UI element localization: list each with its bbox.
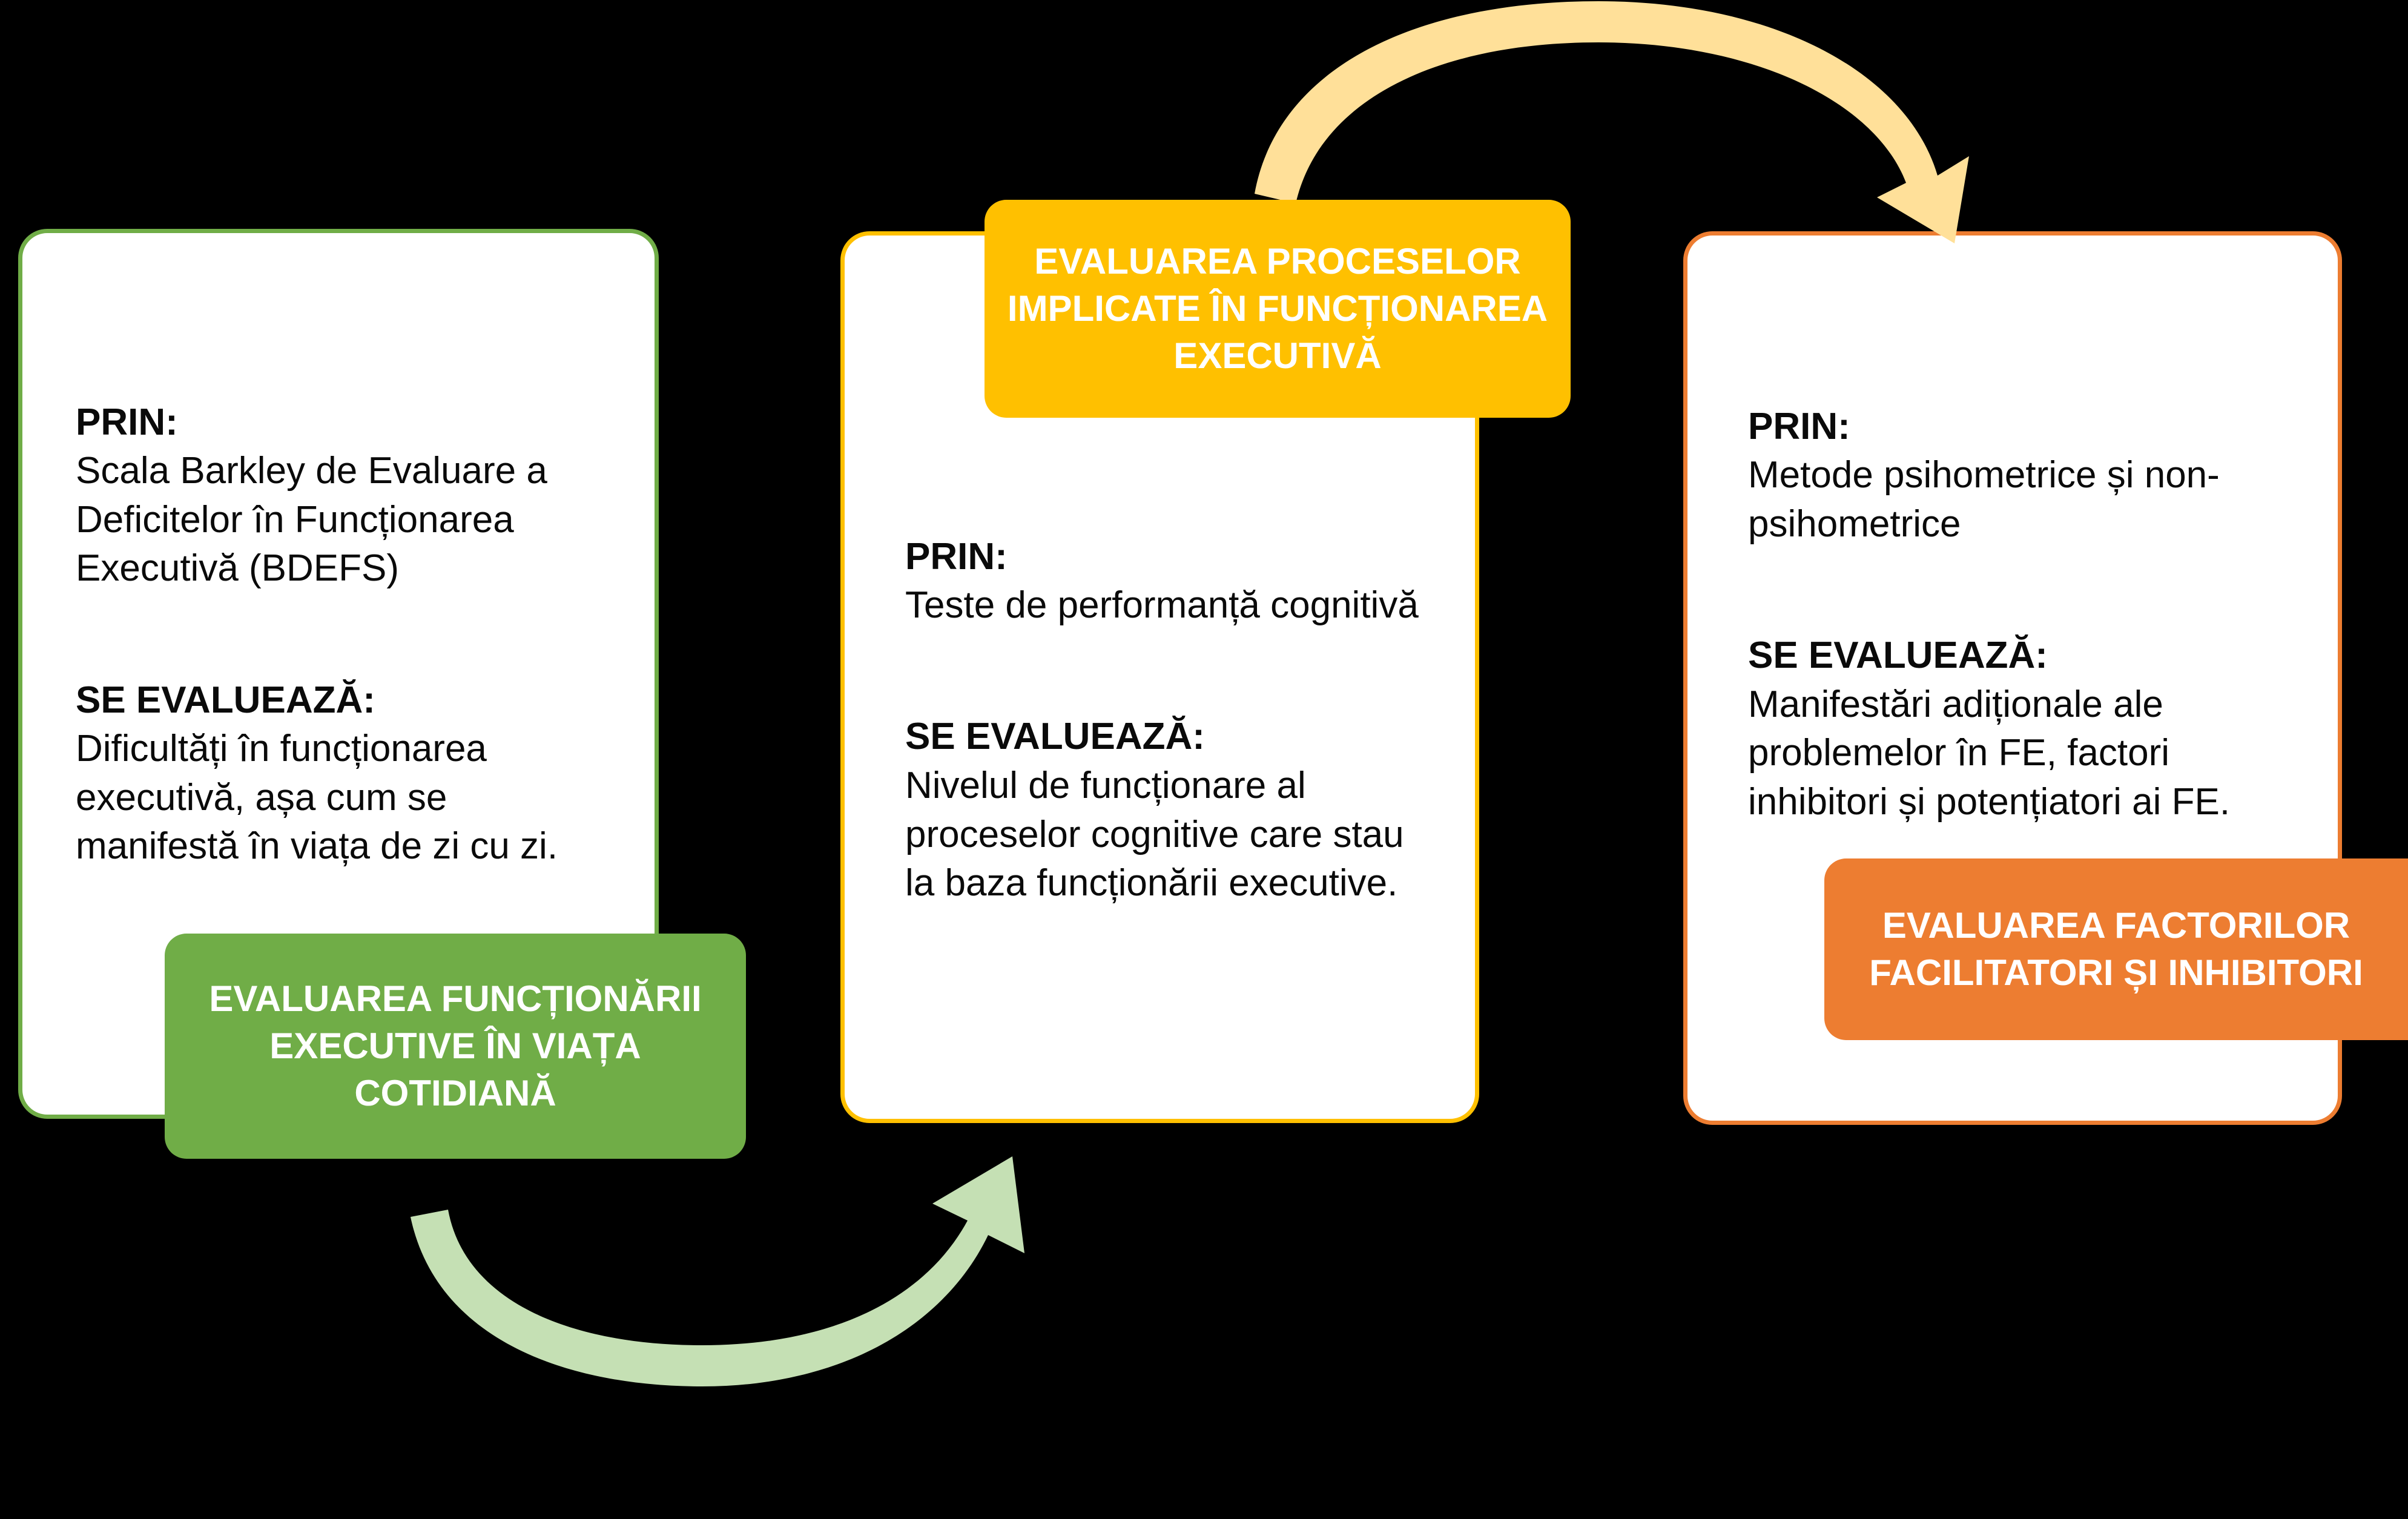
card-3-prin-block: PRIN: Metode psihometrice și non-psihomet… [1748, 403, 2293, 549]
card-2-prin-label: PRIN: [905, 535, 1008, 578]
arrow-stage1-to-stage2 [363, 1138, 1041, 1405]
banner-stage-1: EVALUAREA FUNCȚIONĂRII EXECUTIVE ÎN VIAȚ… [165, 934, 746, 1159]
card-2-prin-text: Teste de performanță cognitivă [905, 584, 1419, 627]
card-3-evalueaza-label: SE EVALUEAZĂ: [1748, 634, 2048, 676]
card-2-evalueaza-block: SE EVALUEAZĂ: Nivelul de funcționare al p… [905, 713, 1420, 908]
card-3-body: PRIN: Metode psihometrice și non-psihomet… [1748, 354, 2293, 875]
card-2-prin-block: PRIN: Teste de performanță cognitivă [905, 533, 1420, 630]
banner-stage-3: EVALUAREA FACTORILOR FACILITATORI ȘI INH… [1824, 858, 2408, 1040]
card-3-prin-label: PRIN: [1748, 405, 1850, 447]
card-3-prin-text: Metode psihometrice și non-psihometrice [1748, 454, 2220, 545]
card-1-prin-block: PRIN: Scala Barkley de Evaluare a Deficit… [76, 398, 609, 593]
card-1-evalueaza-block: SE EVALUEAZĂ: Dificultăți în funcționarea… [76, 676, 609, 871]
green-curved-arrow-shape [411, 1156, 1024, 1386]
card-2-evalueaza-text: Nivelul de funcționare al proceselor cog… [905, 764, 1404, 904]
card-3-evalueaza-text: Manifestări adiționale ale problemelor î… [1748, 683, 2231, 823]
card-1-prin-text: Scala Barkley de Evaluare a Deficitelor … [76, 450, 547, 590]
card-2-body: PRIN: Teste de performanță cognitivă SE E… [905, 484, 1420, 957]
card-1-prin-label: PRIN: [76, 401, 178, 443]
banner-stage-2: EVALUAREA PROCESELOR IMPLICATE ÎN FUNCȚI… [985, 200, 1571, 418]
card-1-body: PRIN: Scala Barkley de Evaluare a Deficit… [76, 349, 609, 920]
card-2-evalueaza-label: SE EVALUEAZĂ: [905, 716, 1205, 758]
card-1-evalueaza-text: Dificultăți în funcționarea executivă, a… [76, 728, 558, 868]
card-3-evalueaza-block: SE EVALUEAZĂ: Manifestări adiționale ale … [1748, 631, 2293, 826]
card-1-evalueaza-label: SE EVALUEAZĂ: [76, 679, 375, 721]
